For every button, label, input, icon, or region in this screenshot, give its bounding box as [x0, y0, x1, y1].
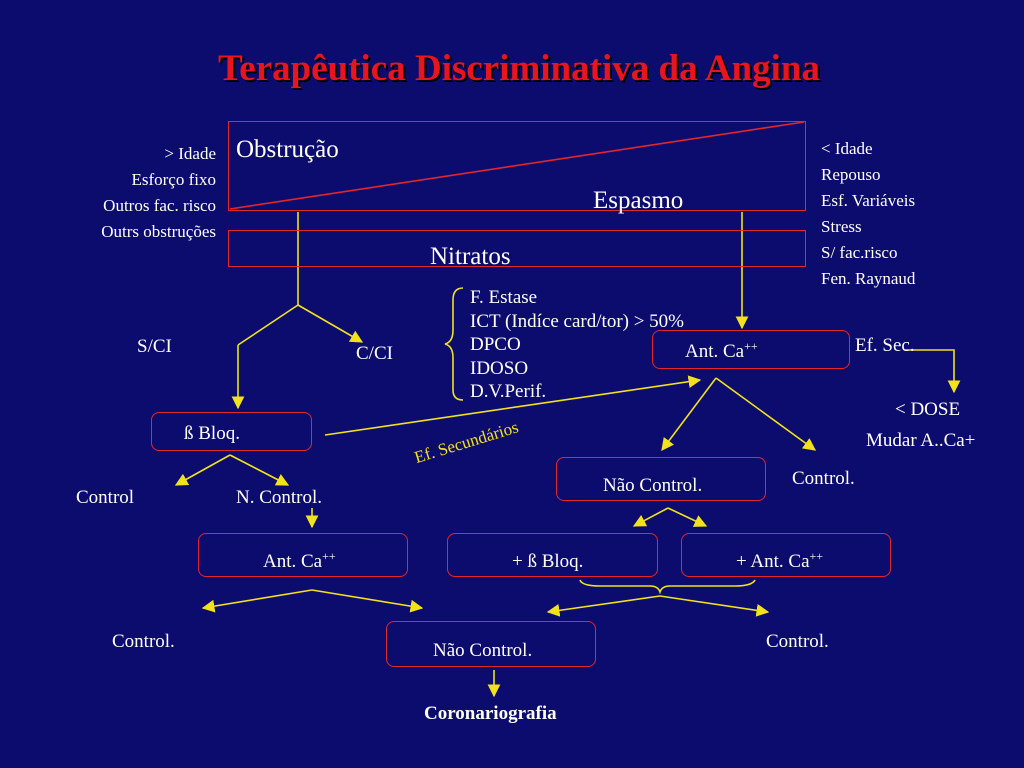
arrow-to-nao-control-b2 [546, 595, 661, 617]
right-factor: < Idade [821, 139, 873, 158]
obstrucao-espasmo-box [228, 121, 806, 211]
arrow-ef-secundarios [324, 375, 702, 436]
control-bottom-left-label: Control. [112, 631, 175, 652]
arrow-to-plus-beta [632, 507, 669, 527]
coronariografia-label: Coronariografia [424, 703, 557, 724]
less-dose-label: < DOSE [895, 399, 961, 420]
bbloq-box: ß Bloq. [151, 412, 312, 451]
espasmo-label: Espasmo [593, 187, 684, 214]
left-factor: Outros fac. risco [103, 196, 216, 215]
control-bottom-right-label: Control. [766, 631, 829, 652]
diagonal-divider [229, 121, 805, 210]
left-factor: Outrs obstruções [101, 222, 216, 241]
n-control-label: N. Control. [236, 487, 323, 508]
sci-label: S/CI [137, 336, 172, 357]
arrow-to-plus-antca [667, 507, 708, 527]
page-title: Terapêutica Discriminativa da Angina [218, 48, 820, 89]
nao-control-top-label: Não Control. [603, 475, 703, 496]
ef-sec-label: Ef. Sec. [855, 335, 915, 356]
right-factors: < Idade Repouso Esf. Variáveis Stress S/… [821, 136, 915, 292]
control-left-label: Control [76, 487, 135, 508]
contra-item: F. Estase [470, 287, 538, 308]
right-factor: Esf. Variáveis [821, 191, 916, 210]
obstrucao-label: Obstrução [236, 136, 339, 163]
left-factors: > Idade Esforço fixo Outros fac. risco O… [40, 141, 216, 245]
contra-item: DPCO [470, 334, 521, 355]
contra-item: D.V.Perif. [470, 381, 547, 402]
arrow-to-control-br [659, 595, 770, 617]
antca-left-label: Ant. Ca++ [263, 549, 336, 572]
contra-item: IDOSO [470, 357, 529, 379]
antca-main-box: Ant. Ca++ [652, 330, 850, 369]
cci-label: C/CI [356, 343, 393, 364]
nao-control-bottom-label: Não Control. [433, 640, 533, 661]
arrow-to-control-bl [201, 589, 313, 613]
nao-control-bottom-box: Não Control. [386, 621, 596, 667]
plus-bbloq-box: + ß Bloq. [447, 533, 658, 577]
contra-list: F. Estase ICT (Indíce card/tor) > 50% DP… [470, 286, 684, 404]
left-factor: Esforço fixo [131, 170, 216, 189]
arrow-to-control [715, 377, 817, 451]
plus-antca-box: + Ant. Ca++ [681, 533, 891, 577]
mudar-label: Mudar A..Ca+ [866, 430, 976, 451]
contra-item: ICT (Indíce card/tor) > 50% [470, 310, 685, 332]
antca-left-box: Ant. Ca++ [198, 533, 408, 577]
bbloq-label: ß Bloq. [184, 423, 240, 444]
arrow-to-cci [297, 304, 364, 343]
left-factor: > Idade [164, 144, 216, 163]
right-factor: Fen. Raynaud [821, 269, 916, 288]
arrow-to-nao-control [661, 377, 717, 452]
nitratos-label: Nitratos [430, 243, 511, 270]
right-factor: Stress [821, 217, 862, 236]
arrow-to-dose [905, 349, 961, 394]
right-factor: S/ fac.risco [821, 243, 898, 262]
contra-brace [444, 287, 464, 401]
arrow-to-nao-control-b1 [311, 589, 424, 613]
antca-main-label: Ant. Ca++ [685, 339, 758, 362]
arrow-to-n-control [229, 454, 290, 486]
nitratos-box [228, 230, 806, 267]
plus-bbloq-label: + ß Bloq. [512, 551, 584, 572]
arrow-to-control-left [174, 454, 231, 486]
control-right-label: Control. [792, 468, 855, 489]
split-left [237, 304, 299, 346]
plus-antca-label: + Ant. Ca++ [736, 549, 824, 572]
right-factor: Repouso [821, 165, 881, 184]
nao-control-top-box: Não Control. [556, 457, 766, 501]
brace-under-boxes [579, 579, 756, 595]
